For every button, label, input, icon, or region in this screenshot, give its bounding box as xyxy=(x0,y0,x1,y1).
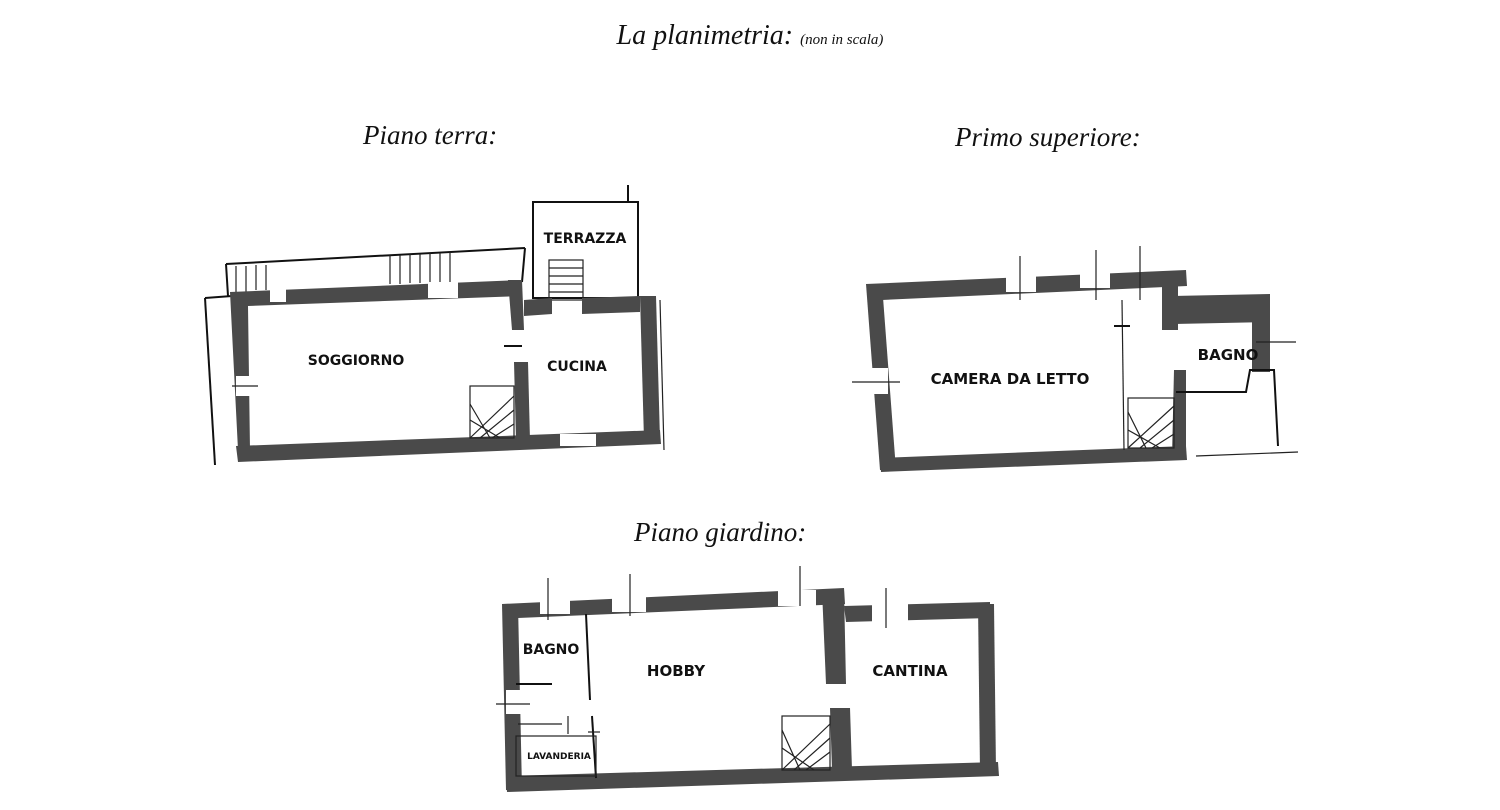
ground-floor-title: Piano terra: xyxy=(363,120,498,150)
scale-note: (non in scala) xyxy=(800,32,884,48)
garden-spiral-stair xyxy=(781,715,831,771)
cellar-label: CANTINA xyxy=(872,662,948,680)
terrace-stairs xyxy=(548,259,584,301)
laundry-label: LAVANDERIA xyxy=(527,752,591,762)
kitchen-label: CUCINA xyxy=(547,359,607,375)
garden-floor-title: Piano giardino: xyxy=(634,517,807,547)
balcony-railing xyxy=(235,252,451,292)
garden-bathroom-label: BAGNO xyxy=(523,642,580,658)
bedroom-label: CAMERA DA LETTO xyxy=(931,370,1090,388)
first-spiral-stair xyxy=(1127,397,1175,449)
hobby-label: HOBBY xyxy=(647,662,706,680)
ground-floor-plan: TERRAZZA SOGGIORNO CUCINA xyxy=(204,185,665,466)
first-floor-plan: CAMERA DA LETTO BAGNO xyxy=(852,246,1299,472)
first-floor-title: Primo superiore: xyxy=(955,122,1141,152)
garden-floor-plan: BAGNO HOBBY CANTINA LAVANDERIA xyxy=(496,566,999,792)
terrace-label: TERRAZZA xyxy=(544,231,627,247)
living-room-label: SOGGIORNO xyxy=(308,353,405,369)
first-bathroom-label: BAGNO xyxy=(1198,346,1259,364)
ground-spiral-stair xyxy=(469,385,515,439)
page-title-text: La planimetria: xyxy=(616,20,794,51)
page-title: La planimetria: (non in scala) xyxy=(0,20,1500,52)
